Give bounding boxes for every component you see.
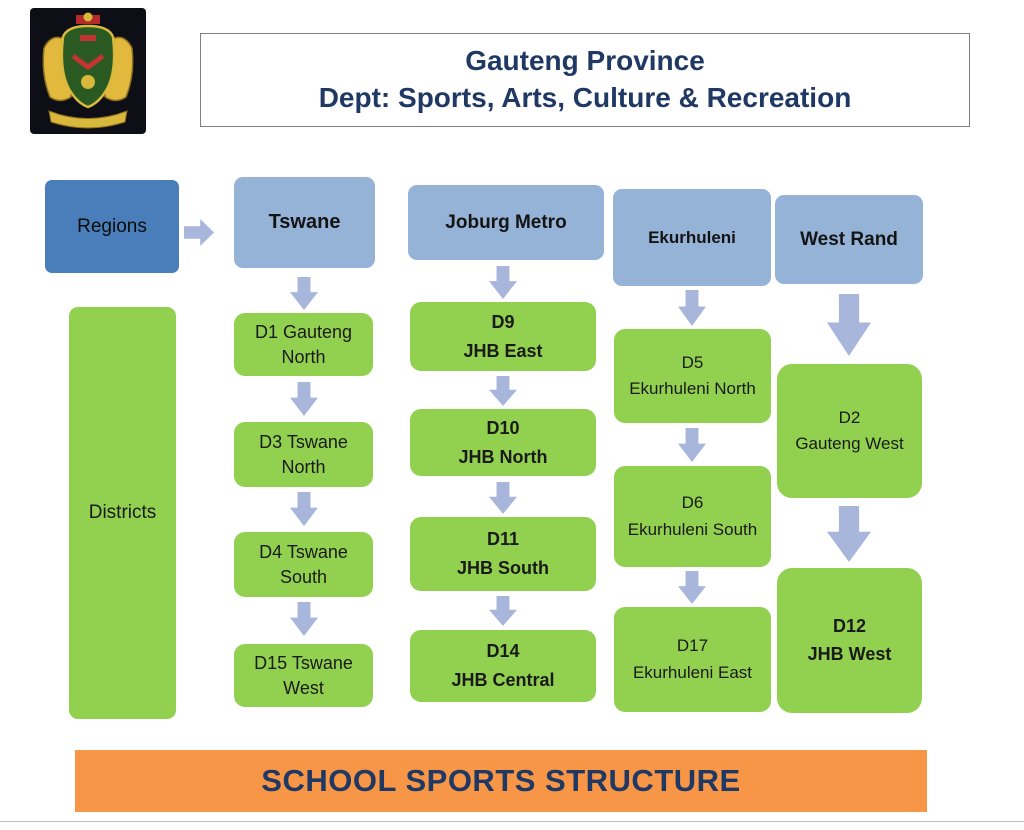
district-label: D15 Tswane West bbox=[254, 653, 353, 698]
districts-box: Districts bbox=[69, 307, 176, 719]
district-name: Ekurhuleni South bbox=[627, 519, 758, 539]
down-arrow-icon bbox=[290, 277, 318, 310]
district-box-d1-gauteng-north: D1 Gauteng North bbox=[234, 313, 373, 376]
footer-banner: SCHOOL SPORTS STRUCTURE bbox=[75, 750, 927, 812]
district-code: D6 bbox=[681, 493, 704, 513]
down-arrow-icon bbox=[678, 571, 706, 604]
region-header-label: Joburg Metro bbox=[445, 211, 567, 233]
down-arrow-icon-large bbox=[827, 506, 871, 562]
district-name: JHB East bbox=[463, 340, 543, 361]
district-box-d12-jhb-west: D12 JHB West bbox=[777, 568, 922, 713]
region-header-tswane: Tswane bbox=[234, 177, 375, 268]
district-box-d15-tswane-west: D15 Tswane West bbox=[234, 644, 373, 707]
slide-bottom-border bbox=[0, 821, 1024, 822]
title-line2: Dept: Sports, Arts, Culture & Recreation bbox=[318, 82, 852, 113]
footer-banner-label: SCHOOL SPORTS STRUCTURE bbox=[261, 763, 741, 798]
district-box-d3-tswane-north: D3 Tswane North bbox=[234, 422, 373, 487]
district-box-d17-ekurhuleni-east: D17 Ekurhuleni East bbox=[614, 607, 771, 712]
district-box-d10-jhb-north: D10 JHB North bbox=[410, 409, 596, 476]
districts-label: Districts bbox=[88, 502, 157, 523]
district-code: D12 bbox=[832, 615, 867, 636]
district-name: Ekurhuleni North bbox=[629, 379, 756, 398]
district-label: D4 Tswane South bbox=[259, 542, 348, 587]
district-box-d9-jhb-east: D9 JHB East bbox=[410, 302, 596, 371]
down-arrow-icon bbox=[678, 290, 706, 326]
region-header-label: West Rand bbox=[800, 228, 898, 250]
down-arrow-icon bbox=[489, 266, 517, 299]
district-code: D9 bbox=[491, 311, 515, 332]
down-arrow-icon bbox=[489, 596, 517, 626]
down-arrow-icon bbox=[290, 602, 318, 636]
coat-of-arms-logo bbox=[30, 8, 146, 134]
district-name: JHB North bbox=[458, 446, 548, 467]
region-header-label: Ekurhuleni bbox=[648, 227, 736, 247]
district-code: D11 bbox=[486, 529, 520, 550]
down-arrow-icon bbox=[290, 492, 318, 526]
district-box-d2-gauteng-west: D2 Gauteng West bbox=[777, 364, 922, 498]
down-arrow-icon bbox=[678, 428, 706, 462]
district-label: D3 Tswane North bbox=[259, 432, 348, 477]
region-header-ekurhuleni: Ekurhuleni bbox=[613, 189, 771, 286]
district-name: JHB Central bbox=[451, 670, 555, 690]
district-box-d14-jhb-central: D14 JHB Central bbox=[410, 630, 596, 702]
district-box-d5-ekurhuleni-north: D5 Ekurhuleni North bbox=[614, 329, 771, 423]
district-code: D2 bbox=[838, 407, 861, 427]
district-code: D5 bbox=[681, 352, 704, 372]
district-box-d11-jhb-south: D11 JHB South bbox=[410, 517, 596, 591]
down-arrow-icon-large bbox=[827, 294, 871, 356]
region-header-west-rand: West Rand bbox=[775, 195, 923, 284]
district-label: D1 Gauteng North bbox=[254, 322, 353, 367]
regions-box: Regions bbox=[45, 180, 179, 273]
down-arrow-icon bbox=[489, 482, 517, 514]
down-arrow-icon bbox=[489, 376, 517, 406]
district-name: JHB South bbox=[457, 558, 549, 578]
down-arrow-icon bbox=[290, 382, 318, 416]
region-header-joburg-metro: Joburg Metro bbox=[408, 185, 604, 260]
district-code: D17 bbox=[676, 636, 709, 656]
district-box-d6-ekurhuleni-south: D6 Ekurhuleni South bbox=[614, 466, 771, 567]
title-line1: Gauteng Province bbox=[465, 45, 705, 77]
district-box-d4-tswane-south: D4 Tswane South bbox=[234, 532, 373, 597]
district-name: Gauteng West bbox=[795, 434, 904, 453]
district-name: JHB West bbox=[807, 643, 892, 664]
district-code: D14 bbox=[486, 641, 520, 662]
district-name: Ekurhuleni East bbox=[632, 662, 753, 682]
coat-of-arms-icon bbox=[30, 8, 146, 134]
regions-label: Regions bbox=[77, 215, 147, 237]
right-arrow-icon bbox=[184, 219, 214, 246]
district-code: D10 bbox=[486, 417, 520, 438]
title-box: Gauteng Province Dept: Sports, Arts, Cul… bbox=[200, 33, 970, 127]
region-header-label: Tswane bbox=[268, 211, 341, 233]
